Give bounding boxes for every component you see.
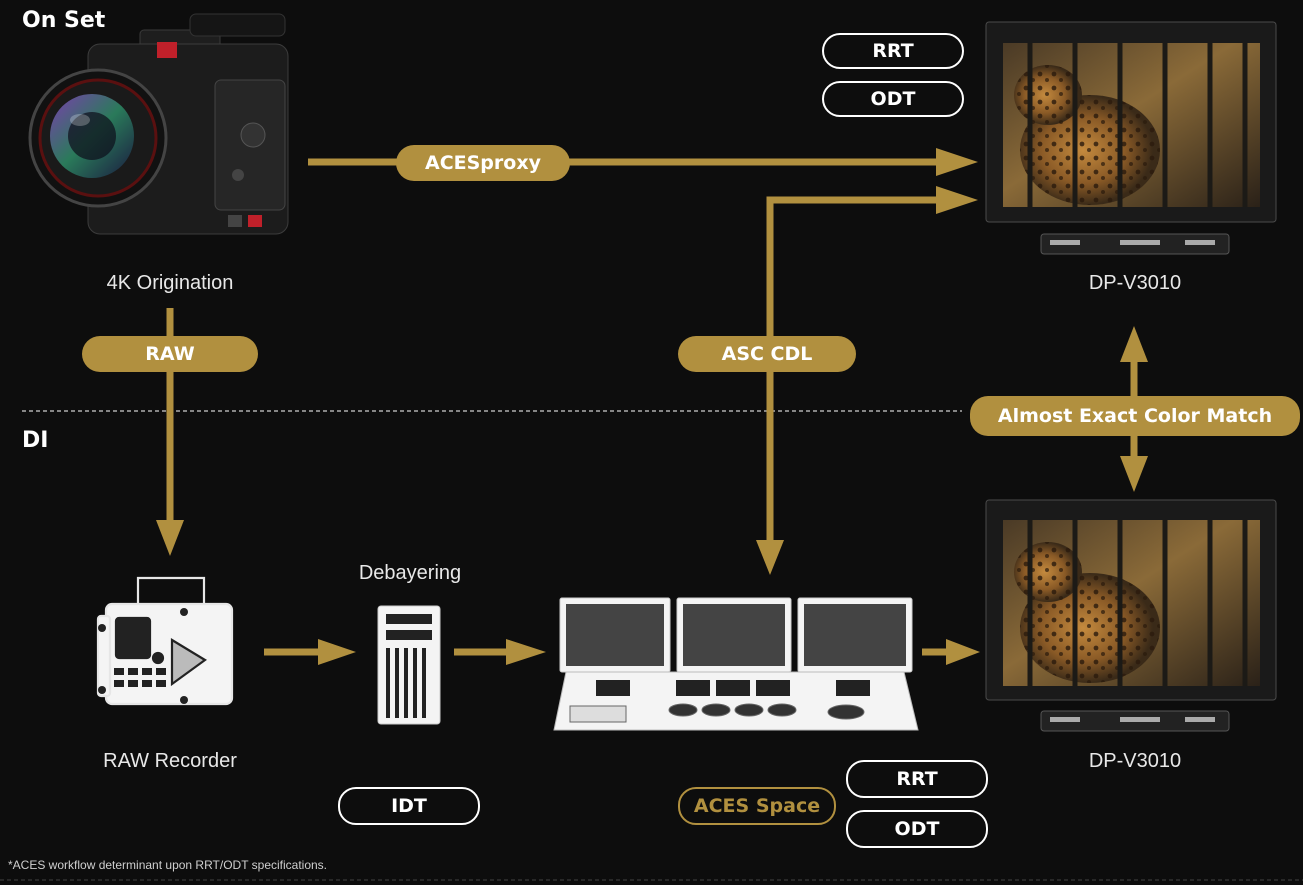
transform-top-rrt: RRT [822, 33, 964, 69]
transform-aces-space: ACES Space [678, 787, 836, 825]
transform-bottom-odt: ODT [846, 810, 988, 848]
camera-label: 4K Origination [106, 272, 234, 294]
grading-console-icon [553, 597, 919, 731]
transform-bottom-rrt: RRT [846, 760, 988, 798]
arrow-debayer-to-console [454, 639, 546, 665]
transform-idt: IDT [338, 787, 480, 825]
flow-asc-cdl: ASC CDL [678, 336, 856, 372]
flow-acesproxy: ACESproxy [396, 145, 570, 181]
transform-top-odt: ODT [822, 81, 964, 117]
arrow-console-to-monitor [922, 639, 980, 665]
footnote: *ACES workflow determinant upon RRT/ODT … [8, 858, 328, 872]
recorder-label: RAW Recorder [103, 750, 237, 772]
reference-monitor-icon-top [985, 21, 1277, 255]
section-label-on-set: On Set [22, 8, 106, 33]
debayering-label: Debayering [358, 562, 462, 584]
flow-color-match: Almost Exact Color Match [970, 396, 1300, 436]
section-label-di: DI [22, 428, 49, 453]
reference-monitor-icon-bottom [985, 499, 1277, 732]
raw-recorder-icon [96, 576, 234, 706]
arrow-recorder-to-debayer [264, 639, 356, 665]
monitor-top-label: DP-V3010 [1088, 272, 1182, 294]
monitor-bottom-label: DP-V3010 [1088, 750, 1182, 772]
arrow-asc-cdl-head-down [756, 540, 784, 575]
arrow-asc-cdl-head-right [936, 186, 978, 214]
flow-raw: RAW [82, 336, 258, 372]
workstation-tower-icon [377, 605, 441, 725]
arrow-asc-cdl [766, 196, 942, 545]
cinema-camera-icon [28, 13, 289, 235]
